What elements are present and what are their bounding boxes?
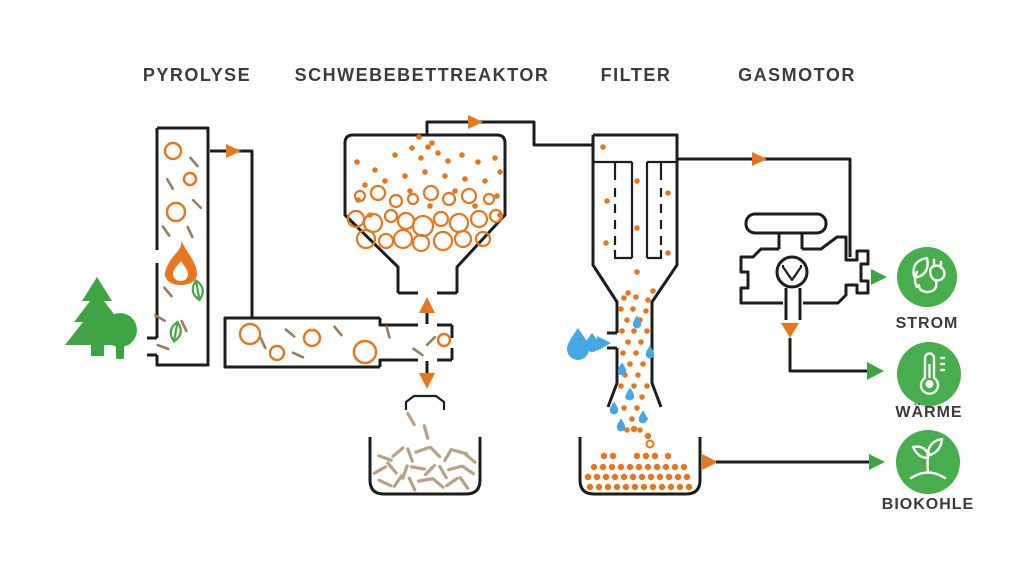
conveyor-vessel [223, 316, 454, 369]
pyrolysis-column [147, 126, 210, 367]
label-gasmotor: GASMOTOR [738, 65, 856, 85]
output-waerme: WÄRME [895, 342, 962, 421]
label-filter: FILTER [601, 65, 672, 85]
output-biokohle: BIOKOHLE [882, 430, 974, 513]
flow-filter-to-engine [677, 152, 852, 257]
label-pyrolyse: PYROLYSE [143, 65, 251, 85]
label-biokohle: BIOKOHLE [882, 496, 974, 513]
biochar-vessel [578, 425, 702, 496]
flow-conveyor-to-reactor [419, 297, 435, 324]
flow-pyrolyse-to-conveyor [210, 144, 254, 318]
leaf-plug-icon [912, 256, 946, 294]
sprout-icon [909, 437, 947, 480]
filter-vessel [591, 133, 679, 433]
flow-engine-to-waerme [781, 288, 884, 380]
stage-labels: PYROLYSE SCHWEBEBETTREAKTOR FILTER GASMO… [143, 65, 856, 85]
flow-conveyor-to-char [404, 361, 446, 410]
leaf-icon [191, 278, 204, 302]
reactor-vessel [343, 133, 507, 295]
output-strom: STROM [896, 247, 959, 332]
label-schwebebettreaktor: SCHWEBEBETTREAKTOR [295, 65, 550, 85]
water-inlet-arrow [597, 336, 611, 351]
engine-icon [739, 212, 870, 305]
flow-engine-to-strom [871, 269, 887, 285]
char-vessel [368, 411, 482, 496]
water-drop-icon [567, 328, 599, 360]
tree-icon [65, 277, 137, 359]
leaf-icon [169, 320, 182, 344]
label-waerme: WÄRME [895, 403, 962, 421]
thermometer-icon [919, 352, 946, 395]
char-funnel [404, 394, 446, 410]
flow-reactor-to-filter [425, 115, 593, 147]
label-strom: STROM [896, 315, 959, 332]
flow-char-to-biokohle [702, 454, 885, 470]
